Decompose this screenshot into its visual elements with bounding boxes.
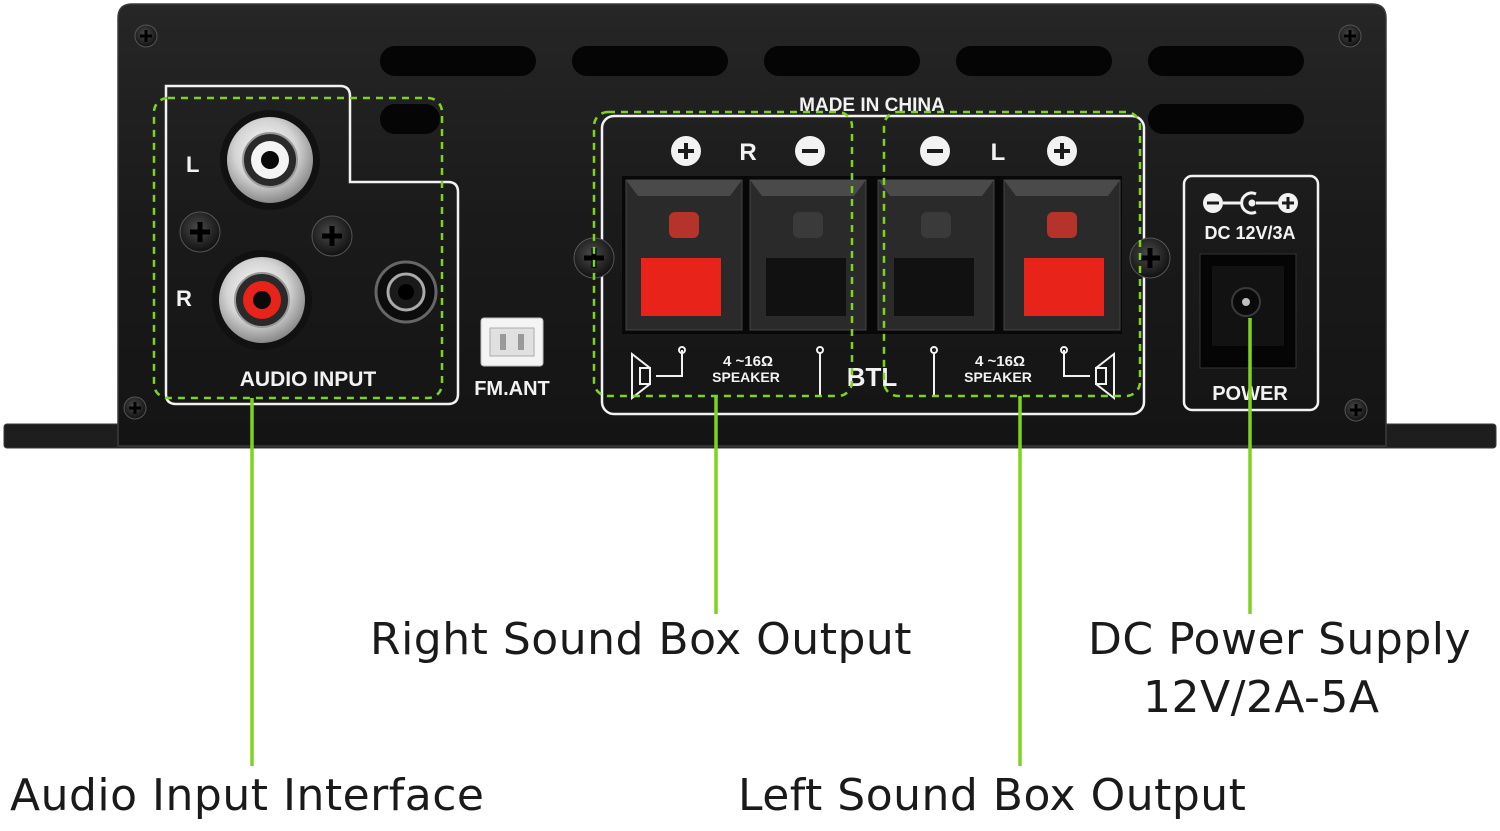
highlight-boxes [152,96,1142,400]
audio-input-left-label: L [186,152,199,177]
fm-antenna-connector: FM.ANT [474,317,550,400]
spring-terminal-left-minus [877,179,995,331]
impedance-right: 4 ~16Ω [723,353,773,370]
highlight-left-output [882,110,1142,398]
rca-jack-right [212,250,312,350]
audio-screw-left [179,211,221,253]
spring-terminal-right-plus [625,179,743,331]
terminal-screw-left [573,237,615,279]
rca-jack-left [220,110,320,210]
speaker-icon-right [631,346,686,401]
audio-input-outline [164,84,460,406]
left-channel-label: L [991,139,1006,166]
terminal-screw-right [1129,237,1171,279]
speaker-icon-left [1060,346,1115,401]
leader-lines [250,318,1252,766]
power-rating: DC 12V/3A [1204,223,1295,243]
highlight-audio-input [152,96,444,400]
minus-icon-right-channel [795,136,825,166]
plus-icon-right-channel [671,136,701,166]
spring-terminal-left-plus [1003,179,1121,331]
fm-antenna-label: FM.ANT [474,378,550,400]
callout-dc-power-supply-line1: DC Power Supply [1088,614,1472,665]
dc-jack [1199,253,1297,369]
power-section: DC 12V/3A POWER [1182,174,1320,412]
spring-terminal-right-minus [749,179,867,331]
minus-icon-left-channel [920,136,950,166]
speaker-terminal-section: R L [573,114,1171,416]
polarity-diagram-icon [1203,191,1298,215]
plus-icon-left-channel [1047,136,1077,166]
right-channel-label: R [739,139,756,166]
speaker-wire-right-minus [816,346,824,396]
callout-right-sound-box-output: Right Sound Box Output [370,614,913,665]
impedance-left: 4 ~16Ω [975,353,1025,370]
corner-screws [123,24,1368,422]
audio-input-right-label: R [176,286,192,311]
speaker-word-right: SPEAKER [712,369,780,385]
callout-audio-input-interface: Audio Input Interface [10,770,485,821]
aux-jack [374,260,438,324]
callout-left-sound-box-output: Left Sound Box Output [738,770,1247,821]
audio-screw-right [311,215,353,257]
callout-dc-power-supply-line2: 12V/2A-5A [1143,672,1380,723]
vent-slots [380,46,1304,134]
highlight-right-output [592,110,854,398]
speaker-word-left: SPEAKER [964,369,1032,385]
speaker-wire-left-minus [930,346,938,396]
btl-label: BTL [847,362,898,392]
audio-input-section: L R AUDIO INPUT [164,84,460,406]
audio-input-title: AUDIO INPUT [240,368,377,391]
